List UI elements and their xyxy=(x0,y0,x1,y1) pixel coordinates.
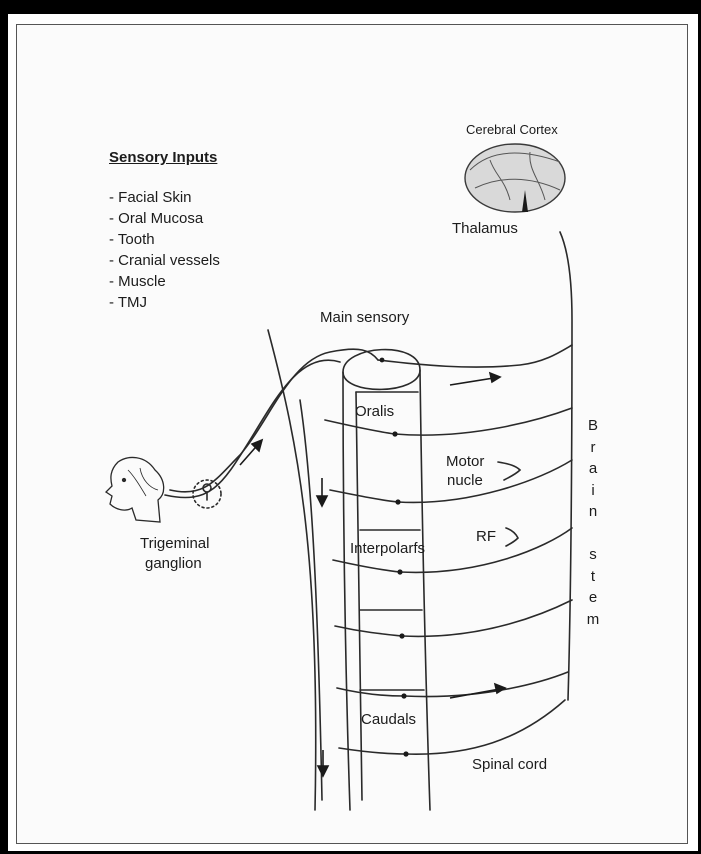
head-icon xyxy=(106,457,164,522)
brain-stem-letter: B xyxy=(584,415,602,437)
trigeminal-root xyxy=(170,349,378,492)
nucleus-inner-left xyxy=(356,392,362,800)
motor-brace xyxy=(498,462,520,480)
label-main-sensory: Main sensory xyxy=(320,310,409,325)
label-motor-nucle: nucle xyxy=(447,473,483,488)
list-item: - Cranial vessels xyxy=(109,250,220,271)
brainstem-top-ellipse xyxy=(343,350,420,390)
brainstem-left-edge xyxy=(343,372,350,810)
list-item: - TMJ xyxy=(109,292,220,313)
list-item: - Muscle xyxy=(109,271,220,292)
brain-stem-gap xyxy=(584,523,602,545)
list-item: - Oral Mucosa xyxy=(109,208,220,229)
collateral-6 xyxy=(337,672,568,697)
label-caudalis: Caudals xyxy=(361,712,416,727)
label-rf: RF xyxy=(476,529,496,544)
rf-brace xyxy=(506,528,518,546)
collateral-1 xyxy=(378,345,572,367)
label-trigeminal: Trigeminal xyxy=(140,536,209,551)
brain-stem-letter: i xyxy=(584,480,602,502)
brain-stem-letter: t xyxy=(584,566,602,588)
list-item: - Tooth xyxy=(109,229,220,250)
sensory-inputs-list: - Facial Skin - Oral Mucosa - Tooth - Cr… xyxy=(109,187,220,313)
brain-stem-letter: m xyxy=(584,609,602,631)
brain-icon xyxy=(465,144,565,212)
sensory-inputs-title: Sensory Inputs xyxy=(109,150,217,165)
brainstem-right-edge xyxy=(420,370,430,810)
label-motor: Motor xyxy=(446,454,484,469)
label-cerebral-cortex: Cerebral Cortex xyxy=(466,123,558,136)
label-interpolaris: Interpolarfs xyxy=(350,541,425,556)
trigeminal-root-2 xyxy=(165,360,340,497)
brain-stem-letter: r xyxy=(584,437,602,459)
brain-stem-letter: a xyxy=(584,458,602,480)
brain-stem-letter: s xyxy=(584,544,602,566)
descending-tract xyxy=(300,400,322,800)
brain-stem-letter: n xyxy=(584,501,602,523)
label-spinal-cord: Spinal cord xyxy=(472,757,547,772)
collateral-5 xyxy=(335,600,572,636)
brain-stem-letter: e xyxy=(584,587,602,609)
label-thalamus: Thalamus xyxy=(452,221,518,236)
label-oralis: Oralis xyxy=(355,404,394,419)
label-ganglion: ganglion xyxy=(145,556,202,571)
list-item: - Facial Skin xyxy=(109,187,220,208)
label-brain-stem: B r a i n s t e m xyxy=(584,415,602,630)
